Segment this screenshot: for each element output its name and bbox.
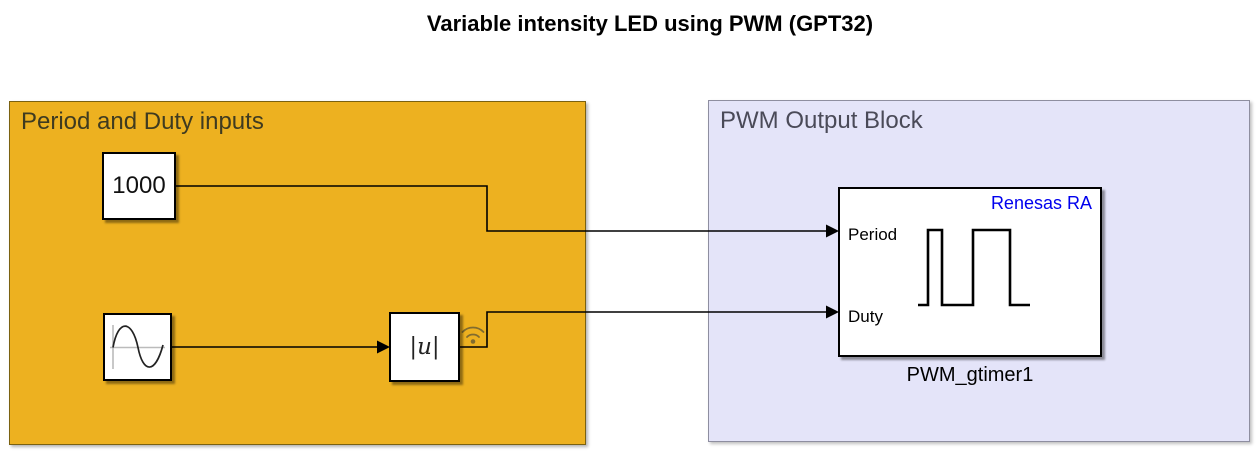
arrowhead-duty-port [826,305,839,319]
arrowhead-abs-port [377,340,390,354]
period-port-label: Period [848,225,898,244]
pwm-block-name: PWM_gtimer1 [906,364,1034,386]
sine-wave-icon [110,325,165,369]
constant-value: 1000 [112,172,166,199]
abs-label: |u| [409,334,440,360]
diagram-title: Variable intensity LED using PWM (GPT32) [426,11,874,36]
area-period-duty-inputs-label: Period and Duty inputs [21,108,264,135]
wifi-icon[interactable] [461,326,485,344]
renesas-brand-label: Renesas RA [990,193,1092,213]
duty-port-label: Duty [848,307,883,326]
sine-wave-block[interactable] [103,313,172,381]
abs-block[interactable]: |u| [389,312,460,382]
wire-abs-to-duty[interactable] [460,311,827,348]
pwm-waveform-icon [918,228,1030,307]
constant-block[interactable]: 1000 [102,152,176,220]
area-pwm-output-block-label: PWM Output Block [720,107,923,134]
wire-constant-to-period[interactable] [176,185,827,232]
pwm-gtimer-block[interactable]: Renesas RA Period Duty [838,187,1102,357]
arrowhead-period-port [826,224,839,238]
